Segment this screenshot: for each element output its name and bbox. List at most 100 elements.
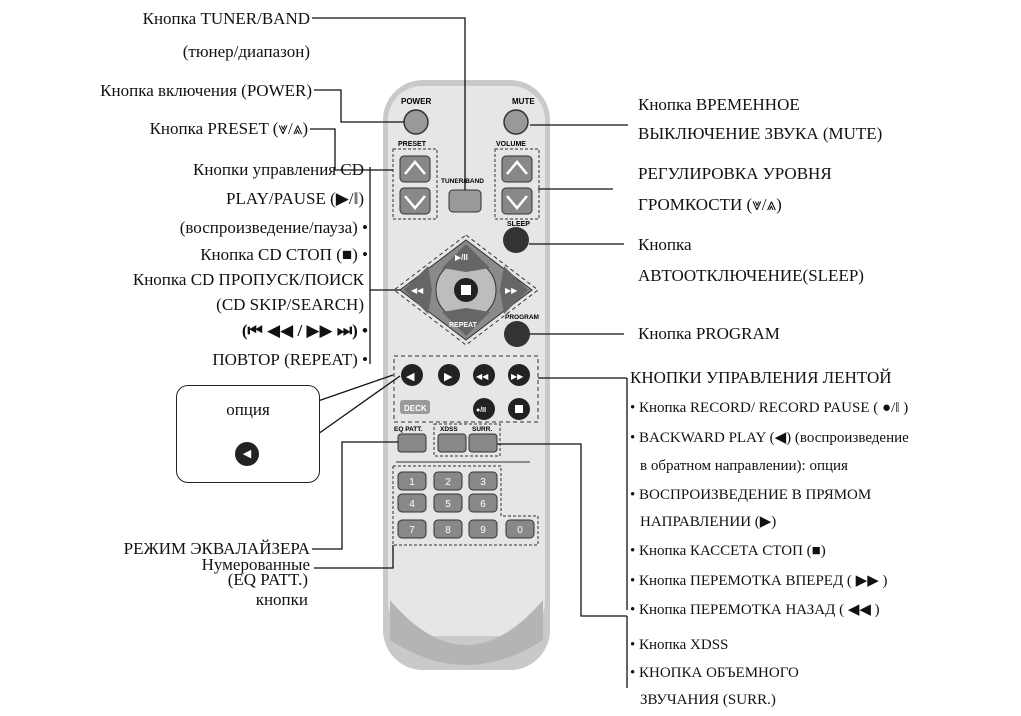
cd-skip-back-button[interactable] xyxy=(404,266,432,314)
remote-play-pause-label: ▶/II xyxy=(455,253,468,262)
label-volume: РЕГУЛИРОВКА УРОВНЯ xyxy=(638,164,832,183)
label-cd-skip-glyphs: (⏮ ◀◀ / ▶▶ ⏭) • xyxy=(241,321,368,340)
tape-record-pause-button[interactable] xyxy=(473,398,495,420)
label-tape-forward: • ВОСПРОИЗВЕДЕНИЕ В ПРЯМОМ xyxy=(630,487,872,503)
label-preset: Кнопка PRESET (⩔/⩓) xyxy=(149,119,308,138)
xdss-button[interactable] xyxy=(437,433,467,453)
remote-power-label: POWER xyxy=(401,97,431,106)
remote-xdss-label: XDSS xyxy=(440,426,458,433)
backward-play-icon: ◀ xyxy=(235,442,259,466)
option-callout: опция ◀ xyxy=(176,385,320,483)
svg-text:▶: ▶ xyxy=(444,370,453,383)
number-button-8[interactable] xyxy=(433,519,463,539)
label-repeat: ПОВТОР (REPEAT) • xyxy=(212,350,368,369)
label-volume-2: ГРОМКОСТИ (⩔/⩓) xyxy=(638,195,782,214)
label-tuner-band-ru: (тюнер/диапазон) xyxy=(182,42,310,61)
label-tape-heading: КНОПКИ УПРАВЛЕНИЯ ЛЕНТОЙ xyxy=(630,368,892,387)
number-button-7[interactable] xyxy=(397,519,427,539)
tape-rewind-button[interactable] xyxy=(473,364,495,386)
tape-forward-play-button[interactable] xyxy=(438,364,460,386)
deck-badge xyxy=(400,400,430,414)
remote-deck-label: DECK xyxy=(404,404,427,413)
svg-text:▶▶: ▶▶ xyxy=(511,372,524,381)
label-cd-skip: Кнопка CD ПРОПУСК/ПОИСК xyxy=(132,270,364,289)
label-cd-controls: Кнопки управления CD xyxy=(193,160,364,179)
number-button-label: 9 xyxy=(480,525,486,536)
eq-patt-button[interactable] xyxy=(397,433,427,453)
cd-skip-forward-button[interactable] xyxy=(500,266,528,314)
label-cd-skip-en: (CD SKIP/SEARCH) xyxy=(216,295,364,314)
label-cd-play-pause: PLAY/PAUSE (▶/‖) xyxy=(226,189,364,208)
remote-body-face xyxy=(388,86,545,636)
number-button-label: 0 xyxy=(517,525,523,536)
cd-play-pause-button[interactable] xyxy=(442,244,490,272)
label-tape-backward-2: в обратном направлении): опция xyxy=(640,458,848,474)
svg-text:◀◀: ◀◀ xyxy=(476,372,489,381)
label-power: Кнопка включения (POWER) xyxy=(100,81,312,100)
label-tuner-band: Кнопка TUNER/BAND xyxy=(142,9,310,28)
number-button-label: 6 xyxy=(480,499,486,510)
label-surr-2: ЗВУЧАНИЯ (SURR.) xyxy=(640,692,776,708)
label-program: Кнопка PROGRAM xyxy=(638,324,780,343)
label-tape-record: • Кнопка RECORD/ RECORD PAUSE ( ●/‖ ) xyxy=(630,400,909,416)
number-pad: 1 2 3 4 5 6 7 8 9 0 xyxy=(397,471,535,539)
preset-up-button[interactable] xyxy=(399,155,431,183)
number-button-label: 4 xyxy=(409,499,415,510)
sleep-button[interactable] xyxy=(503,227,529,253)
number-button-9[interactable] xyxy=(468,519,498,539)
cd-repeat-button[interactable] xyxy=(442,308,490,336)
option-callout-text: опция xyxy=(226,400,270,419)
tape-fast-forward-button[interactable] xyxy=(508,364,530,386)
label-eq: РЕЖИМ ЭКВАЛАЙЗЕРА xyxy=(123,539,310,558)
number-button-label: 7 xyxy=(409,525,415,536)
number-button-6[interactable] xyxy=(468,493,498,513)
svg-text:▶▶: ▶▶ xyxy=(505,286,518,295)
number-button-label: 3 xyxy=(480,477,486,488)
remote-rec-pause-label: ●/II xyxy=(476,407,486,414)
label-numbered-2: кнопки xyxy=(255,590,308,609)
remote-program-label: PROGRAM xyxy=(505,314,539,321)
remote-preset-label: PRESET xyxy=(398,141,427,148)
number-button-1[interactable] xyxy=(397,471,427,491)
number-button-3[interactable] xyxy=(468,471,498,491)
remote-repeat-label: REPEAT xyxy=(449,322,478,329)
label-cd-play-pause-ru: (воспроизведение/пауза) • xyxy=(179,218,368,237)
number-button-4[interactable] xyxy=(397,493,427,513)
mute-button[interactable] xyxy=(503,109,529,135)
preset-down-button[interactable] xyxy=(399,187,431,215)
label-xdss: • Кнопка XDSS xyxy=(630,637,729,653)
label-sleep-2: АВТООТКЛЮЧЕНИЕ(SLEEP) xyxy=(638,266,864,285)
number-button-5[interactable] xyxy=(433,493,463,513)
label-eq-en: (EQ PATT.) xyxy=(227,570,308,589)
label-tape-rew: • Кнопка ПЕРЕМОТКА НАЗАД ( ◀◀ ) xyxy=(630,602,880,618)
remote-surr-label: SURR. xyxy=(472,426,492,433)
label-mute: Кнопка ВРЕМЕННОЕ xyxy=(638,95,800,114)
number-button-label: 8 xyxy=(445,525,451,536)
label-sleep: Кнопка xyxy=(638,235,692,254)
volume-up-button[interactable] xyxy=(501,155,533,183)
remote-tuner-label: TUNER/BAND xyxy=(441,178,484,185)
number-button-label: 2 xyxy=(445,477,451,488)
label-surr: • КНОПКА ОБЪЕМНОГО xyxy=(630,665,799,681)
remote-sleep-label: SLEEP xyxy=(507,221,530,228)
number-button-0[interactable] xyxy=(505,519,535,539)
label-tape-ff: • Кнопка ПЕРЕМОТКА ВПЕРЕД ( ▶▶ ) xyxy=(630,573,888,589)
program-button[interactable] xyxy=(504,321,530,347)
label-tape-backward: • BACKWARD PLAY (◀) (воспроизведение xyxy=(630,430,909,446)
label-numbered: Нумерованные xyxy=(201,555,310,574)
number-button-label: 5 xyxy=(445,499,451,510)
number-button-2[interactable] xyxy=(433,471,463,491)
remote-eq-label: EQ PATT. xyxy=(394,426,422,433)
remote-volume-label: VOLUME xyxy=(496,141,526,148)
volume-down-button[interactable] xyxy=(501,187,533,215)
label-tape-forward-2: НАПРАВЛЕНИИ (▶) xyxy=(640,514,777,530)
svg-text:◀: ◀ xyxy=(406,370,415,383)
label-cd-stop: Кнопка CD СТОП (■) • xyxy=(200,245,368,264)
surr-button[interactable] xyxy=(468,433,498,453)
number-button-label: 1 xyxy=(409,477,415,488)
tape-backward-play-button[interactable] xyxy=(401,364,423,386)
remote-mute-label: MUTE xyxy=(512,97,535,106)
label-mute-2: ВЫКЛЮЧЕНИЕ ЗВУКА (MUTE) xyxy=(638,124,883,143)
